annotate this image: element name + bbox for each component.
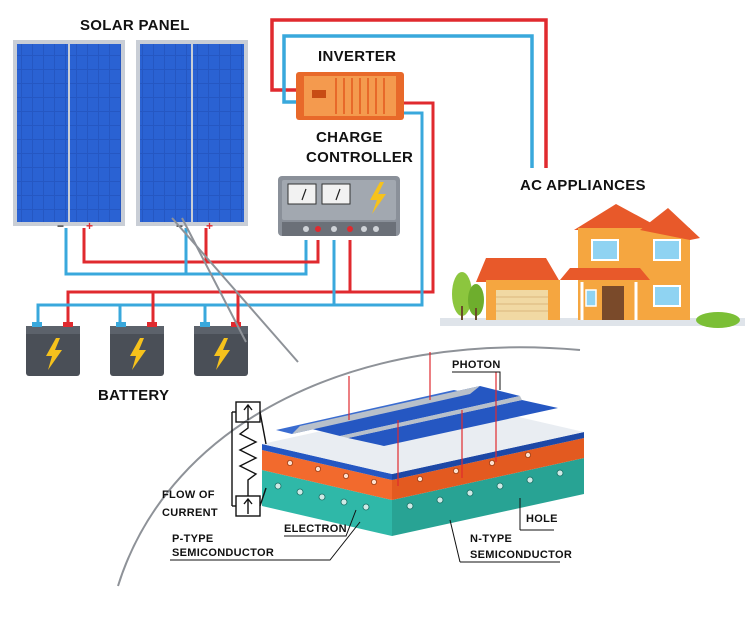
tree-icon — [468, 284, 484, 320]
lightning-bolt-icon — [214, 338, 230, 370]
panel1-wire-positive — [82, 228, 320, 264]
meter-icon — [321, 183, 351, 205]
electron-label: ELECTRON — [284, 523, 347, 535]
hole-label: HOLE — [526, 513, 558, 525]
current-flow-symbol — [231, 401, 267, 517]
panel2-plus: + — [206, 219, 213, 233]
ac-appliances-label: AC APPLIANCES — [520, 177, 646, 194]
lightning-bolt-icon — [370, 182, 386, 214]
lightning-bolt-icon — [130, 338, 146, 370]
battery-label: BATTERY — [98, 387, 169, 404]
battery-1 — [26, 322, 80, 376]
inverter-display — [312, 90, 326, 98]
inverter — [296, 72, 404, 120]
photon-rays — [348, 352, 497, 486]
magnifier-callout — [117, 217, 581, 587]
inverter-wire-negative — [36, 111, 424, 325]
photon-label: PHOTON — [452, 359, 501, 371]
flow-of-current-label-1: FLOW OF — [162, 489, 215, 501]
callout-leaders — [170, 371, 560, 563]
charge-controller — [278, 176, 400, 236]
charge-controller-label-2: CONTROLLER — [306, 149, 413, 166]
ac-wire-positive — [270, 18, 548, 168]
n-type-label-1: N-TYPE — [470, 533, 512, 545]
lightning-bolt-icon — [46, 338, 62, 370]
n-type-label-2: SEMICONDUCTOR — [470, 549, 572, 561]
bush — [696, 312, 740, 328]
panel1-minus: − — [57, 219, 64, 233]
solar-cell-cross-section — [262, 386, 584, 536]
solar-panel-label: SOLAR PANEL — [80, 17, 190, 34]
p-type-label-2: SEMICONDUCTOR — [172, 547, 274, 559]
inverter-label: INVERTER — [318, 48, 396, 65]
ac-wire-negative — [282, 34, 534, 168]
wiring — [36, 18, 548, 325]
flow-of-current-label-2: CURRENT — [162, 507, 218, 519]
p-type-label-1: P-TYPE — [172, 533, 214, 545]
battery-2 — [110, 322, 164, 376]
solar-panel-left — [13, 40, 125, 226]
panel1-plus: + — [86, 219, 93, 233]
solar-panel-right — [136, 40, 248, 226]
meter-icon — [287, 183, 317, 205]
house-icon — [440, 204, 745, 328]
inverter-wire-positive — [66, 101, 435, 325]
charge-controller-label-1: CHARGE — [316, 129, 383, 146]
tree-icon — [452, 272, 472, 320]
